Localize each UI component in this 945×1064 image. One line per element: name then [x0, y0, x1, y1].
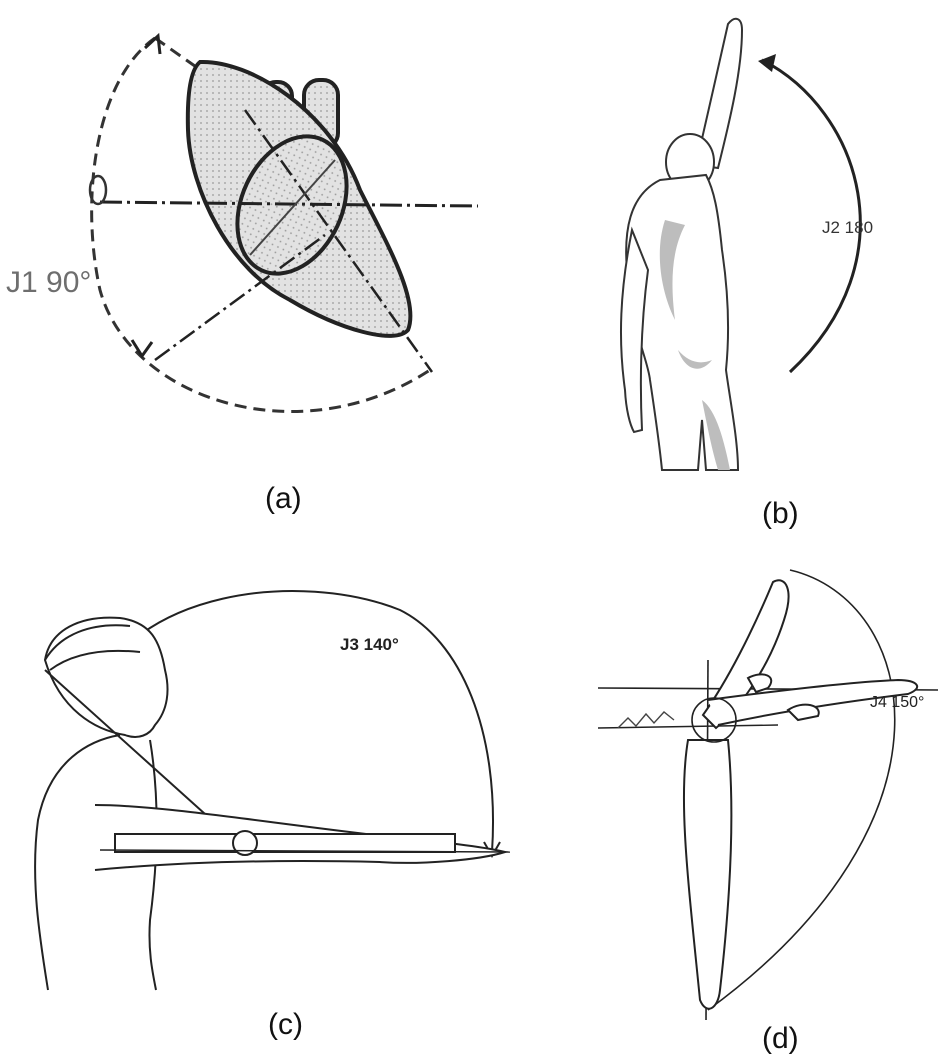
panel-d: J4 150° [588, 560, 945, 1020]
knuckle [788, 705, 819, 720]
panel-c-drawing [0, 560, 560, 990]
arc-arrow-bottom [132, 340, 152, 356]
panel-b-drawing [590, 0, 945, 480]
lowered-forearm [684, 740, 731, 1009]
j2-angle-label: J2 180 [822, 218, 873, 238]
wrist-hair [618, 712, 674, 728]
panel-b: J2 180 [590, 0, 945, 480]
caption-d: (d) [762, 1022, 799, 1056]
goniometer-bar [115, 834, 455, 852]
rom-arc-j4 [708, 570, 895, 1010]
panel-a: J1 90° [0, 0, 500, 540]
j1-angle-label: J1 90° [6, 266, 91, 300]
caption-b: (b) [762, 497, 799, 531]
panel-c: J3 140° [0, 560, 560, 990]
rom-arc-j2 [762, 60, 860, 372]
caption-a: (a) [265, 482, 302, 516]
j3-angle-label: J3 140° [340, 635, 399, 655]
lower-reference [598, 725, 778, 728]
arc-arrow-head [758, 54, 776, 72]
head [45, 618, 168, 737]
panel-d-drawing [588, 560, 945, 1020]
j4-angle-label: J4 150° [870, 694, 924, 712]
caption-c: (c) [268, 1008, 303, 1042]
reference-axis [100, 202, 478, 206]
axis-marker [90, 176, 106, 204]
